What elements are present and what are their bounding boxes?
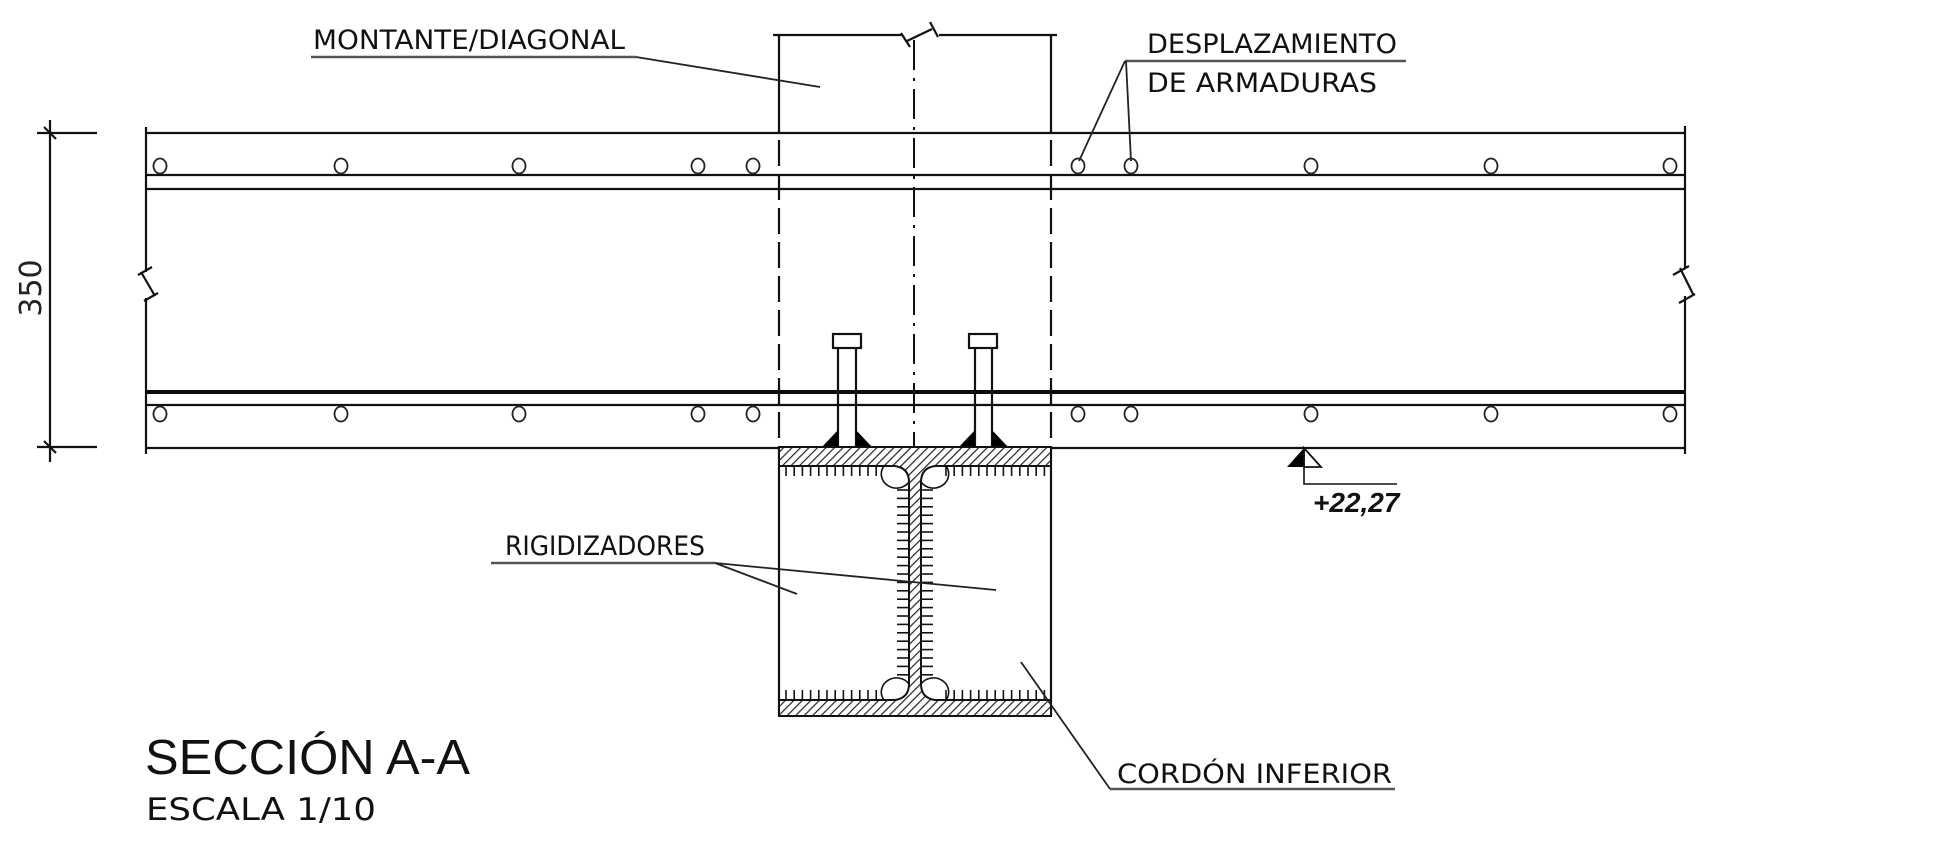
label-montante: MONTANTE/DIAGONAL	[311, 25, 821, 88]
rebar-top	[333, 157, 349, 175]
section-title: SECCIÓN A-A	[145, 731, 470, 785]
rebar-top	[1483, 157, 1499, 175]
rebar-top	[690, 157, 706, 175]
rebar-top	[152, 157, 168, 175]
montante-label: MONTANTE/DIAGONAL	[313, 25, 625, 56]
label-desplazamiento: DESPLAZAMIENTO DE ARMADURAS	[1078, 29, 1406, 162]
concrete-slab	[137, 126, 1696, 454]
rebar-bottom	[1483, 405, 1499, 423]
shear-stud-right	[959, 332, 1008, 447]
rebar-bottom	[1123, 405, 1139, 423]
rebars-top	[152, 157, 1678, 175]
dimension-350: 350	[14, 120, 97, 462]
rigidizadores-label: RIGIDIZADORES	[505, 531, 705, 562]
rebar-bottom	[745, 405, 761, 423]
rebar-bottom	[333, 405, 349, 423]
break-symbol-top	[900, 21, 939, 48]
label-cordon: CORDÓN INFERIOR	[1020, 661, 1395, 791]
rebar-top	[511, 157, 527, 175]
desplazamiento-label-line2: DE ARMADURAS	[1147, 68, 1377, 99]
cordon-label: CORDÓN INFERIOR	[1117, 758, 1392, 790]
break-symbol-right	[1672, 265, 1696, 304]
rebars-bottom	[152, 405, 1678, 423]
rebar-bottom	[690, 405, 706, 423]
rebar-bottom	[1070, 405, 1086, 423]
rebar-bottom	[1662, 405, 1678, 423]
weld-ticks	[785, 466, 1046, 700]
rebar-top	[745, 157, 761, 175]
scale-label: ESCALA 1/10	[146, 792, 376, 828]
level-marker: +22,27	[1287, 445, 1401, 518]
desplazamiento-label-line1: DESPLAZAMIENTO	[1147, 29, 1397, 60]
break-symbol-left	[137, 266, 159, 302]
level-text: +22,27	[1313, 487, 1401, 518]
rebar-top	[1303, 157, 1319, 175]
shear-stud-left	[822, 332, 872, 447]
label-rigidizadores: RIGIDIZADORES	[491, 531, 997, 595]
rebar-top	[1662, 157, 1678, 175]
dimension-text: 350	[14, 259, 49, 316]
rebar-top	[1070, 157, 1086, 175]
rebar-bottom	[152, 405, 168, 423]
montante-column	[773, 21, 1057, 447]
rebar-bottom	[511, 405, 527, 423]
rebar-bottom	[1303, 405, 1319, 423]
